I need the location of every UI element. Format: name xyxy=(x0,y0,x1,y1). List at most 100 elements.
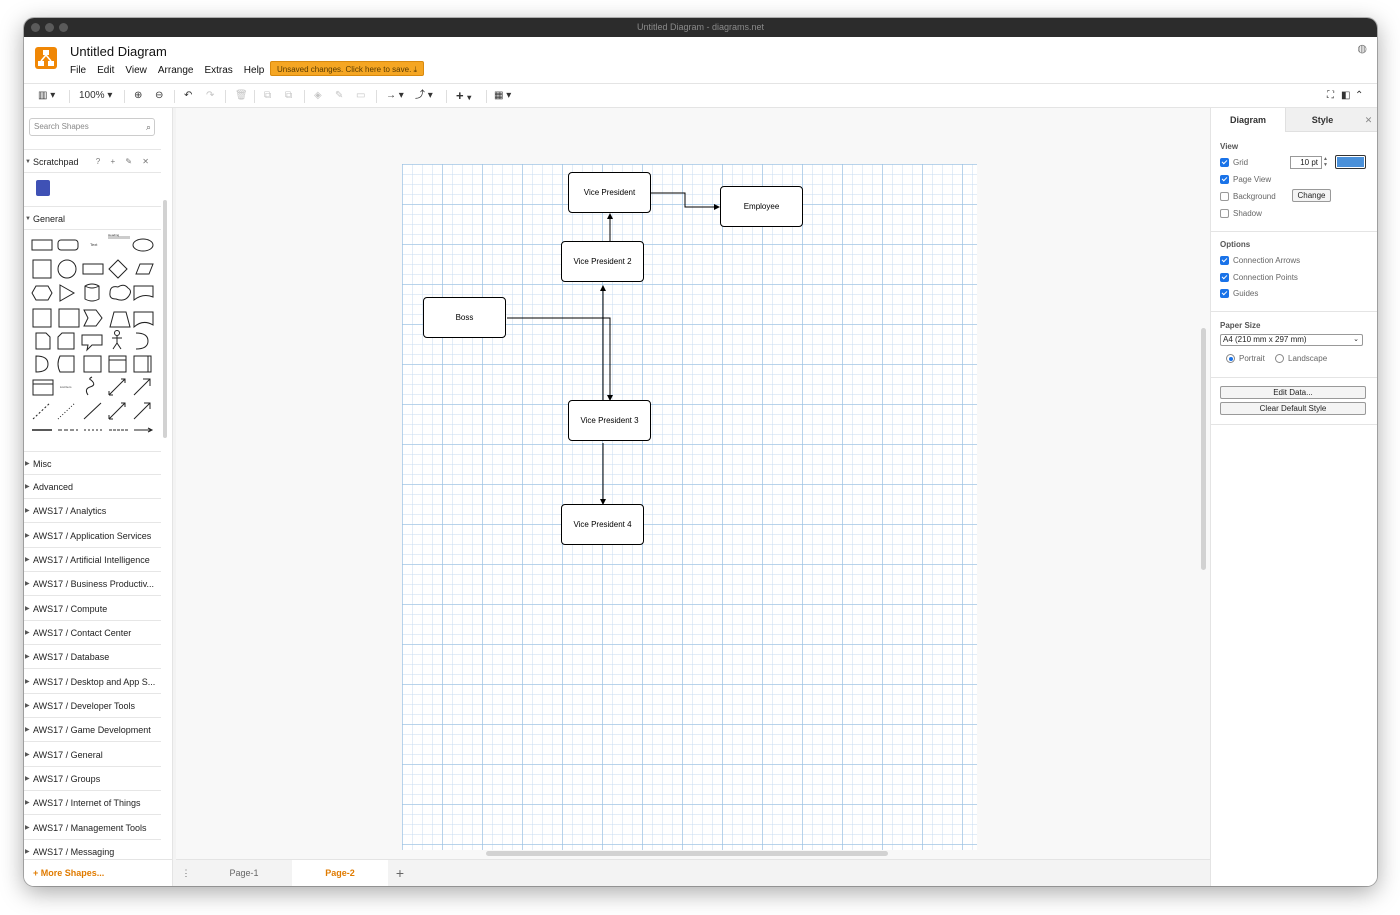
grid-size-stepper[interactable]: ▲▼ xyxy=(1323,156,1328,168)
section-aws17-groups[interactable]: ▶AWS17 / Groups xyxy=(24,767,161,791)
node-vice-president-2[interactable]: Vice President 2 xyxy=(561,241,644,282)
delete-icon[interactable]: 🗑︎ xyxy=(235,90,248,101)
zoom-out-icon[interactable]: ⊖ xyxy=(155,90,164,101)
node-vice-president[interactable]: Vice President xyxy=(568,172,651,213)
edit-data-button[interactable]: Edit Data... xyxy=(1220,386,1366,399)
node-vice-president-3[interactable]: Vice President 3 xyxy=(568,400,651,441)
waypoints-icon[interactable]: ⤴ ▾ xyxy=(415,90,433,101)
pages-menu-icon[interactable]: ⋮ xyxy=(181,868,191,878)
canvas-vertical-scrollbar[interactable] xyxy=(1201,328,1206,570)
language-globe-icon[interactable]: ◍ xyxy=(1357,43,1367,55)
search-shapes-input[interactable]: Search Shapes ⌕ xyxy=(29,118,155,136)
close-panel-icon[interactable]: ✕ xyxy=(1359,108,1377,132)
scratchpad-tools[interactable]: ? + ✎ ✕ xyxy=(95,157,153,166)
section-aws17-analytics[interactable]: ▶AWS17 / Analytics xyxy=(24,499,161,523)
tab-page-1[interactable]: Page-1 xyxy=(229,868,259,878)
section-aws17-general[interactable]: ▶AWS17 / General xyxy=(24,743,161,767)
landscape-option[interactable]: Landscape xyxy=(1275,354,1327,363)
page-view-checkbox[interactable] xyxy=(1220,175,1229,184)
zoom-window-button[interactable] xyxy=(59,23,68,32)
tab-page-2[interactable]: Page-2 xyxy=(292,860,388,886)
menu-arrange[interactable]: Arrange xyxy=(157,65,194,76)
clear-default-style-button[interactable]: Clear Default Style xyxy=(1220,402,1366,415)
shapes-scrollbar[interactable] xyxy=(163,200,167,438)
landscape-radio[interactable] xyxy=(1275,354,1284,363)
unsaved-changes-button[interactable]: Unsaved changes. Click here to save. ⤓ xyxy=(270,61,425,76)
scratchpad-header[interactable]: ▼ Scratchpad ? + ✎ ✕ xyxy=(24,149,161,173)
node-employee[interactable]: Employee xyxy=(720,186,803,227)
tab-diagram[interactable]: Diagram xyxy=(1211,108,1285,132)
search-icon[interactable]: ⌕ xyxy=(145,122,151,132)
line-color-icon[interactable]: ✎ xyxy=(335,90,344,101)
section-aws17-internet-of-things[interactable]: ▶AWS17 / Internet of Things xyxy=(24,791,161,815)
grid-color-swatch[interactable] xyxy=(1335,155,1366,169)
tab-style[interactable]: Style xyxy=(1285,108,1359,132)
background-checkbox[interactable] xyxy=(1220,192,1229,201)
menu-file[interactable]: File xyxy=(70,65,87,76)
portrait-radio[interactable] xyxy=(1226,354,1235,363)
zoom-select[interactable]: 100% ▾ xyxy=(79,90,113,101)
panel-resize-handle[interactable] xyxy=(172,108,176,886)
node-boss[interactable]: Boss xyxy=(423,297,506,338)
table-icon[interactable]: ▦ ▾ xyxy=(494,90,512,101)
section-aws17-database[interactable]: ▶AWS17 / Database xyxy=(24,645,161,669)
undo-icon[interactable]: ↶ xyxy=(184,90,193,101)
general-shapes-palette[interactable]: Text Heading List Item xyxy=(30,233,160,443)
shadow-checkbox[interactable] xyxy=(1220,209,1229,218)
fill-color-icon[interactable]: ◈ xyxy=(314,90,322,101)
connection-style-icon[interactable]: → ▾ xyxy=(386,90,404,101)
diagram-canvas[interactable]: Vice President Employee Vice President 2… xyxy=(176,108,1210,859)
section-aws17-artificial-intelligence[interactable]: ▶AWS17 / Artificial Intelligence xyxy=(24,548,161,572)
diagram-page[interactable]: Vice President Employee Vice President 2… xyxy=(402,164,977,850)
insert-plus-icon[interactable]: + ▾ xyxy=(456,88,472,103)
grid-size-input[interactable]: 10 pt xyxy=(1290,156,1322,169)
change-background-button[interactable]: Change xyxy=(1292,189,1331,202)
document-title[interactable]: Untitled Diagram xyxy=(70,44,167,59)
section-aws17-application-services[interactable]: ▶AWS17 / Application Services xyxy=(24,524,161,548)
redo-icon[interactable]: ↷ xyxy=(206,90,215,101)
to-back-icon[interactable]: ⧉ xyxy=(285,90,293,101)
menu-edit[interactable]: Edit xyxy=(97,65,115,76)
zoom-in-icon[interactable]: ⊕ xyxy=(134,90,143,101)
connection-arrows-option[interactable]: Connection Arrows xyxy=(1220,256,1300,265)
paper-size-select[interactable]: A4 (210 mm x 297 mm) ⌄ xyxy=(1220,334,1363,346)
section-aws17-business-productivity[interactable]: ▶AWS17 / Business Productiv... xyxy=(24,572,161,596)
menu-help[interactable]: Help xyxy=(243,65,265,76)
portrait-option[interactable]: Portrait xyxy=(1226,354,1265,363)
close-window-button[interactable] xyxy=(31,23,40,32)
menu-view[interactable]: View xyxy=(125,65,147,76)
shadow-icon[interactable]: ▭ xyxy=(356,90,366,101)
section-misc[interactable]: ▶Misc xyxy=(24,451,161,475)
connection-points-checkbox[interactable] xyxy=(1220,273,1229,282)
minimize-window-button[interactable] xyxy=(45,23,54,32)
general-header[interactable]: ▼ General xyxy=(24,206,161,230)
guides-option[interactable]: Guides xyxy=(1220,289,1258,298)
section-aws17-desktop-and-app[interactable]: ▶AWS17 / Desktop and App S... xyxy=(24,670,161,694)
menu-extras[interactable]: Extras xyxy=(204,65,233,76)
section-aws17-developer-tools[interactable]: ▶AWS17 / Developer Tools xyxy=(24,694,161,718)
to-front-icon[interactable]: ⧉ xyxy=(264,90,272,101)
more-shapes-button[interactable]: + More Shapes... xyxy=(24,859,172,886)
page-view-option[interactable]: Page View xyxy=(1220,175,1271,184)
grid-option[interactable]: Grid xyxy=(1220,158,1248,167)
section-aws17-compute[interactable]: ▶AWS17 / Compute xyxy=(24,597,161,621)
section-aws17-game-development[interactable]: ▶AWS17 / Game Development xyxy=(24,718,161,742)
node-vice-president-4[interactable]: Vice President 4 xyxy=(561,504,644,545)
guides-checkbox[interactable] xyxy=(1220,289,1229,298)
connection-points-option[interactable]: Connection Points xyxy=(1220,273,1298,282)
connection-arrows-checkbox[interactable] xyxy=(1220,256,1229,265)
add-page-icon[interactable]: + xyxy=(395,865,405,881)
background-option[interactable]: Background xyxy=(1220,192,1276,201)
canvas-horizontal-scrollbar[interactable] xyxy=(486,851,888,856)
grid-checkbox[interactable] xyxy=(1220,158,1229,167)
shadow-option[interactable]: Shadow xyxy=(1220,209,1262,218)
section-advanced[interactable]: ▶Advanced xyxy=(24,475,161,499)
scratchpad-item-icon[interactable] xyxy=(36,180,50,196)
section-aws17-messaging[interactable]: ▶AWS17 / Messaging xyxy=(24,840,161,859)
format-panel-toggle-icon[interactable]: ▥ ▾ xyxy=(38,90,56,101)
fullscreen-icon[interactable]: ⛶ xyxy=(1327,90,1334,101)
section-aws17-management-tools[interactable]: ▶AWS17 / Management Tools xyxy=(24,816,161,840)
collapse-icon[interactable]: ⌃ xyxy=(1355,90,1364,101)
section-aws17-contact-center[interactable]: ▶AWS17 / Contact Center xyxy=(24,621,161,645)
format-toggle-icon[interactable]: ◧ xyxy=(1341,90,1351,101)
